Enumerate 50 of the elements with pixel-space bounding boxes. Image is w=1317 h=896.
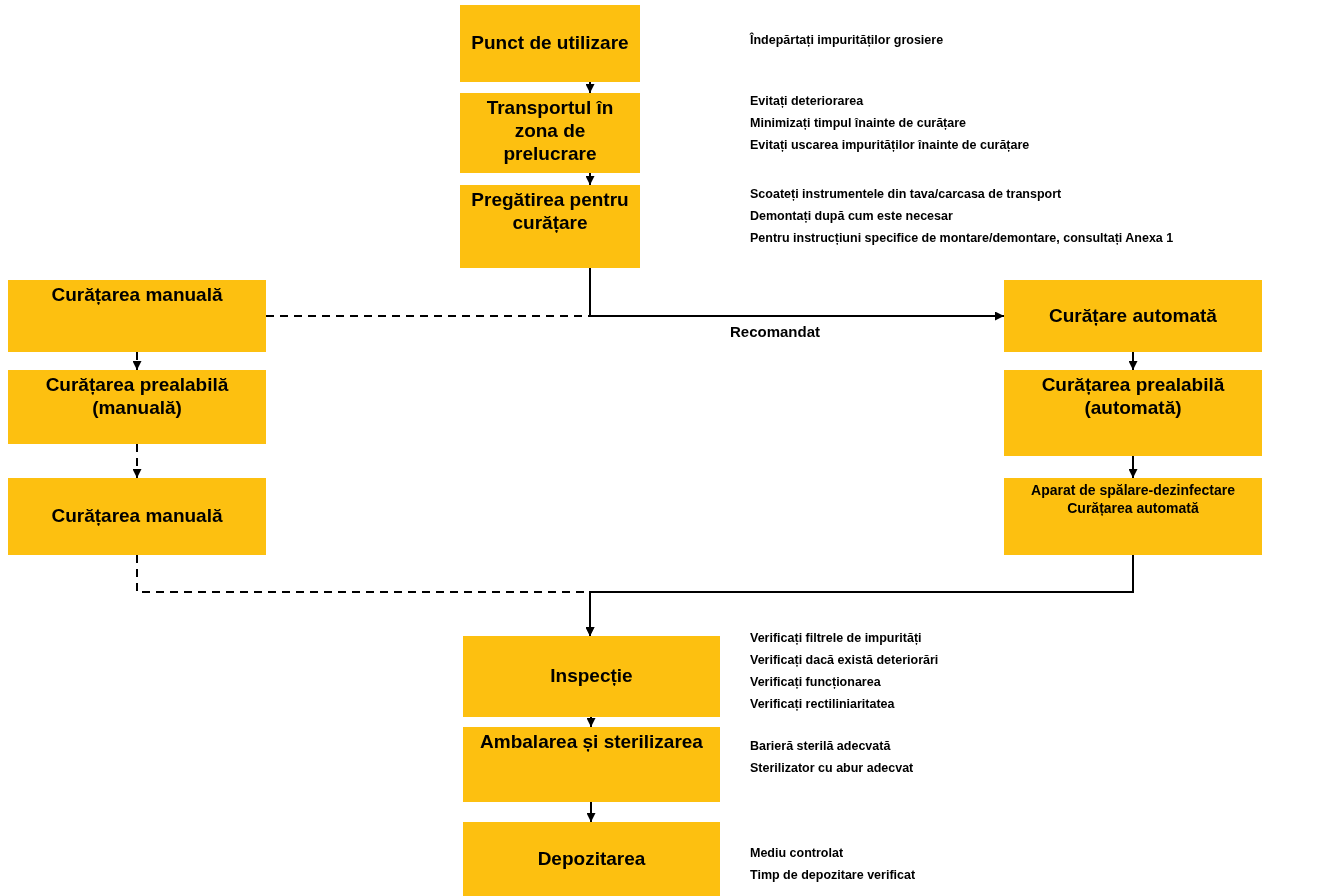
step-note: Verificați dacă există deteriorări	[750, 652, 939, 669]
step-label: Pregătirea pentru curățare	[470, 189, 630, 235]
arrow	[1128, 351, 1138, 371]
step-note: Mediu controlat	[750, 845, 845, 862]
step-note: Sterilizator cu abur adecvat	[750, 760, 914, 777]
step-label: Punct de utilizare	[471, 32, 629, 55]
process-box	[463, 822, 720, 896]
step-note: Verificați filtrele de impurități	[750, 630, 923, 647]
step-label: Transportul în zona de prelucrare	[485, 97, 615, 166]
arrow	[586, 801, 596, 823]
arrow	[586, 716, 596, 728]
step-note: Barieră sterilă adecvată	[750, 738, 892, 755]
step-label: Ambalarea și sterilizarea	[480, 731, 703, 754]
dashed-arrow	[132, 351, 142, 371]
process-box	[8, 370, 266, 444]
step-note: Demontați după cum este necesar	[750, 208, 954, 225]
step-label: Curățarea manuală	[51, 505, 223, 528]
step-note: Evitați uscarea impurităților înainte de curățare	[750, 137, 1030, 154]
step-label: Curățarea automată	[1067, 499, 1199, 517]
edge-label: Recomandat	[728, 323, 823, 340]
step-note: Scoateți instrumentele din tava/carcasa de transport	[750, 186, 1063, 203]
step-label: Curățarea prealabilă (automată)	[1040, 374, 1226, 420]
process-box	[460, 93, 640, 173]
step-note: Verificați funcționarea	[750, 674, 882, 691]
step-note: Îndepărtați impurităților grosiere	[750, 31, 944, 49]
step-note: Evitați deteriorarea	[750, 93, 865, 110]
step-label: Depozitarea	[537, 847, 646, 871]
step-note: Verificați rectiliniaritatea	[750, 696, 896, 713]
process-box	[463, 636, 720, 717]
process-box	[8, 280, 266, 352]
step-label: Curățarea manuală	[51, 284, 223, 307]
process-box	[1004, 478, 1262, 555]
process-box	[1004, 370, 1262, 456]
step-label: Inspecție	[550, 665, 633, 688]
process-box	[1004, 280, 1262, 352]
step-note: Minimizați timpul înainte de curățare	[750, 115, 967, 132]
step-label: Curățarea prealabilă (manuală)	[44, 374, 230, 420]
arrow	[1128, 455, 1138, 479]
arrow	[585, 172, 595, 186]
process-box	[460, 185, 640, 268]
dashed-arrow	[132, 443, 142, 479]
arrow	[585, 81, 595, 94]
step-note: Pentru instrucțiuni specifice de montare/demontare, consultați Anexa 1	[750, 230, 1174, 247]
step-label: Curățare automată	[1049, 304, 1217, 328]
step-label: Aparat de spălare-dezinfectare	[1031, 482, 1235, 500]
dashed-arrow	[136, 554, 595, 637]
process-box	[460, 5, 640, 82]
process-box	[8, 478, 266, 555]
step-note: Timp de depozitare verificat	[750, 867, 916, 884]
process-box	[463, 727, 720, 802]
